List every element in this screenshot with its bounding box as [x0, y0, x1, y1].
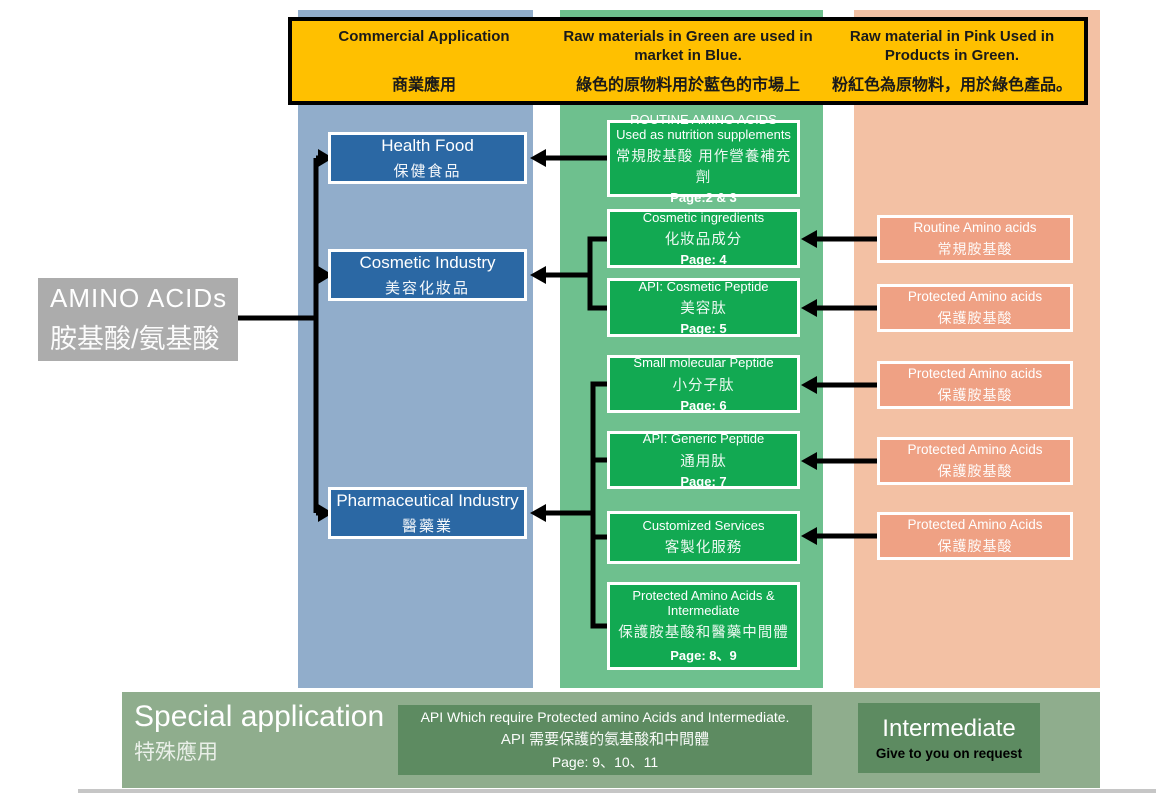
raw-label-zh: 保護胺基酸	[937, 537, 1013, 554]
special-api-box: API Which require Protected amino Acids …	[398, 705, 812, 775]
special-application-title: Special application 特殊應用	[134, 700, 384, 766]
product-label-en: API: Generic Peptide	[642, 431, 765, 447]
raw-box-protected-amino-acids-3: Protected Amino Acids 保護胺基酸	[877, 437, 1073, 485]
legend-green-rule-zh: 綠色的原物料用於藍色的市場上	[575, 77, 800, 94]
product-label-zh: 客製化服務	[664, 540, 743, 557]
product-page-ref: Page: 7	[680, 473, 727, 489]
market-box-cosmetic-industry: Cosmetic Industry 美容化妝品	[328, 249, 527, 301]
special-title-en: Special application	[134, 700, 385, 733]
product-label-zh: 小分子肽	[672, 377, 735, 394]
product-label-zh: 保護胺基酸和醫藥中間體	[618, 625, 789, 642]
product-box-routine-amino-acids: ROUTINE AMINO ACIDS Used as nutrition su…	[607, 112, 800, 205]
product-label-en: Cosmetic ingredients	[642, 209, 765, 225]
raw-label-en: Routine Amino acids	[913, 219, 1037, 235]
market-label-zh: 保健食品	[393, 162, 462, 180]
legend-commercial-en: Commercial Application	[338, 28, 510, 45]
market-box-pharmaceutical-industry: Pharmaceutical Industry 醫藥業	[328, 487, 527, 539]
legend-green-rule: Raw materials in Green are used in marke…	[556, 21, 820, 101]
special-title-zh: 特殊應用	[134, 741, 218, 764]
product-page-ref: Page: 5	[680, 321, 727, 337]
raw-label-en: Protected Amino acids	[907, 365, 1043, 381]
raw-label-en: Protected Amino Acids	[907, 441, 1043, 457]
legend-banner: Commercial Application 商業應用 Raw material…	[288, 17, 1088, 105]
product-label-en: Customized Services	[642, 517, 765, 533]
product-label-zh: 常規胺基酸 用作營養補充劑	[615, 149, 792, 187]
market-label-zh: 醫藥業	[401, 517, 453, 535]
product-box-small-molecular-peptide: Small molecular Peptide 小分子肽 Page: 6	[607, 355, 800, 413]
product-label-en: Protected Amino Acids & Intermediate	[632, 587, 775, 618]
intermediate-note: Give to you on request	[875, 746, 1023, 761]
legend-commercial-zh: 商業應用	[391, 77, 456, 94]
root-title-zh: 胺基酸/氨基酸	[50, 324, 220, 354]
raw-label-zh: 保護胺基酸	[937, 462, 1013, 479]
intermediate-title: Intermediate	[882, 715, 1016, 742]
product-box-protected-amino-acids-intermediate: Protected Amino Acids & Intermediate 保護胺…	[607, 582, 800, 670]
product-label-en: API: Cosmetic Peptide	[638, 278, 769, 294]
raw-label-en: Protected Amino Acids	[907, 516, 1043, 532]
market-label-zh: 美容化妝品	[384, 279, 470, 297]
legend-green-rule-en: Raw materials in Green are used in marke…	[563, 28, 813, 64]
root-node-amino-acids: AMINO ACIDs 胺基酸/氨基酸	[38, 278, 238, 361]
market-label-en: Health Food	[381, 135, 474, 155]
product-label-zh: 化妝品成分	[664, 232, 743, 249]
market-label-en: Cosmetic Industry	[359, 252, 496, 272]
raw-label-zh: 常規胺基酸	[937, 240, 1013, 257]
product-label-zh: 通用肽	[680, 453, 727, 470]
special-api-zh: API 需要保護的氨基酸和中間體	[500, 730, 710, 748]
intermediate-box: Intermediate Give to you on request	[858, 703, 1040, 773]
raw-box-protected-amino-acids-1: Protected Amino acids 保護胺基酸	[877, 284, 1073, 332]
product-box-generic-peptide: API: Generic Peptide 通用肽 Page: 7	[607, 431, 800, 489]
raw-label-en: Protected Amino acids	[907, 288, 1043, 304]
product-page-ref: Page:2 & 3	[670, 190, 737, 206]
product-box-cosmetic-ingredients: Cosmetic ingredients 化妝品成分 Page: 4	[607, 209, 800, 268]
raw-box-protected-amino-acids-2: Protected Amino acids 保護胺基酸	[877, 361, 1073, 409]
legend-commercial-application: Commercial Application 商業應用	[292, 21, 556, 101]
market-label-en: Pharmaceutical Industry	[336, 490, 519, 510]
product-page-ref: Page: 8、9	[670, 648, 737, 664]
raw-box-routine-amino-acids: Routine Amino acids 常規胺基酸	[877, 215, 1073, 263]
product-label-en: ROUTINE AMINO ACIDS Used as nutrition su…	[616, 111, 791, 142]
product-label-en: Small molecular Peptide	[633, 355, 774, 371]
legend-pink-rule: Raw material in Pink Used in Products in…	[820, 21, 1084, 101]
raw-label-zh: 保護胺基酸	[937, 309, 1013, 326]
special-api-page-ref: Page: 9、10、11	[551, 753, 659, 770]
raw-label-zh: 保護胺基酸	[937, 386, 1013, 403]
column-pink-raw-materials	[854, 10, 1100, 688]
legend-pink-rule-zh: 粉紅色為原物料，用於綠色產品。	[831, 77, 1072, 94]
root-title-en: AMINO ACIDs	[50, 283, 228, 313]
bottom-divider	[78, 789, 1156, 793]
column-commercial-application	[298, 10, 533, 688]
special-api-en: API Which require Protected amino Acids …	[420, 708, 790, 725]
raw-box-protected-amino-acids-4: Protected Amino Acids 保護胺基酸	[877, 512, 1073, 560]
product-box-cosmetic-peptide: API: Cosmetic Peptide 美容肽 Page: 5	[607, 278, 800, 337]
product-label-zh: 美容肽	[680, 301, 727, 318]
product-page-ref: Page: 4	[680, 252, 727, 268]
product-page-ref: Page: 6	[680, 397, 727, 413]
market-box-health-food: Health Food 保健食品	[328, 132, 527, 184]
legend-pink-rule-en: Raw material in Pink Used in Products in…	[849, 28, 1055, 64]
product-box-customized-services: Customized Services 客製化服務	[607, 511, 800, 564]
